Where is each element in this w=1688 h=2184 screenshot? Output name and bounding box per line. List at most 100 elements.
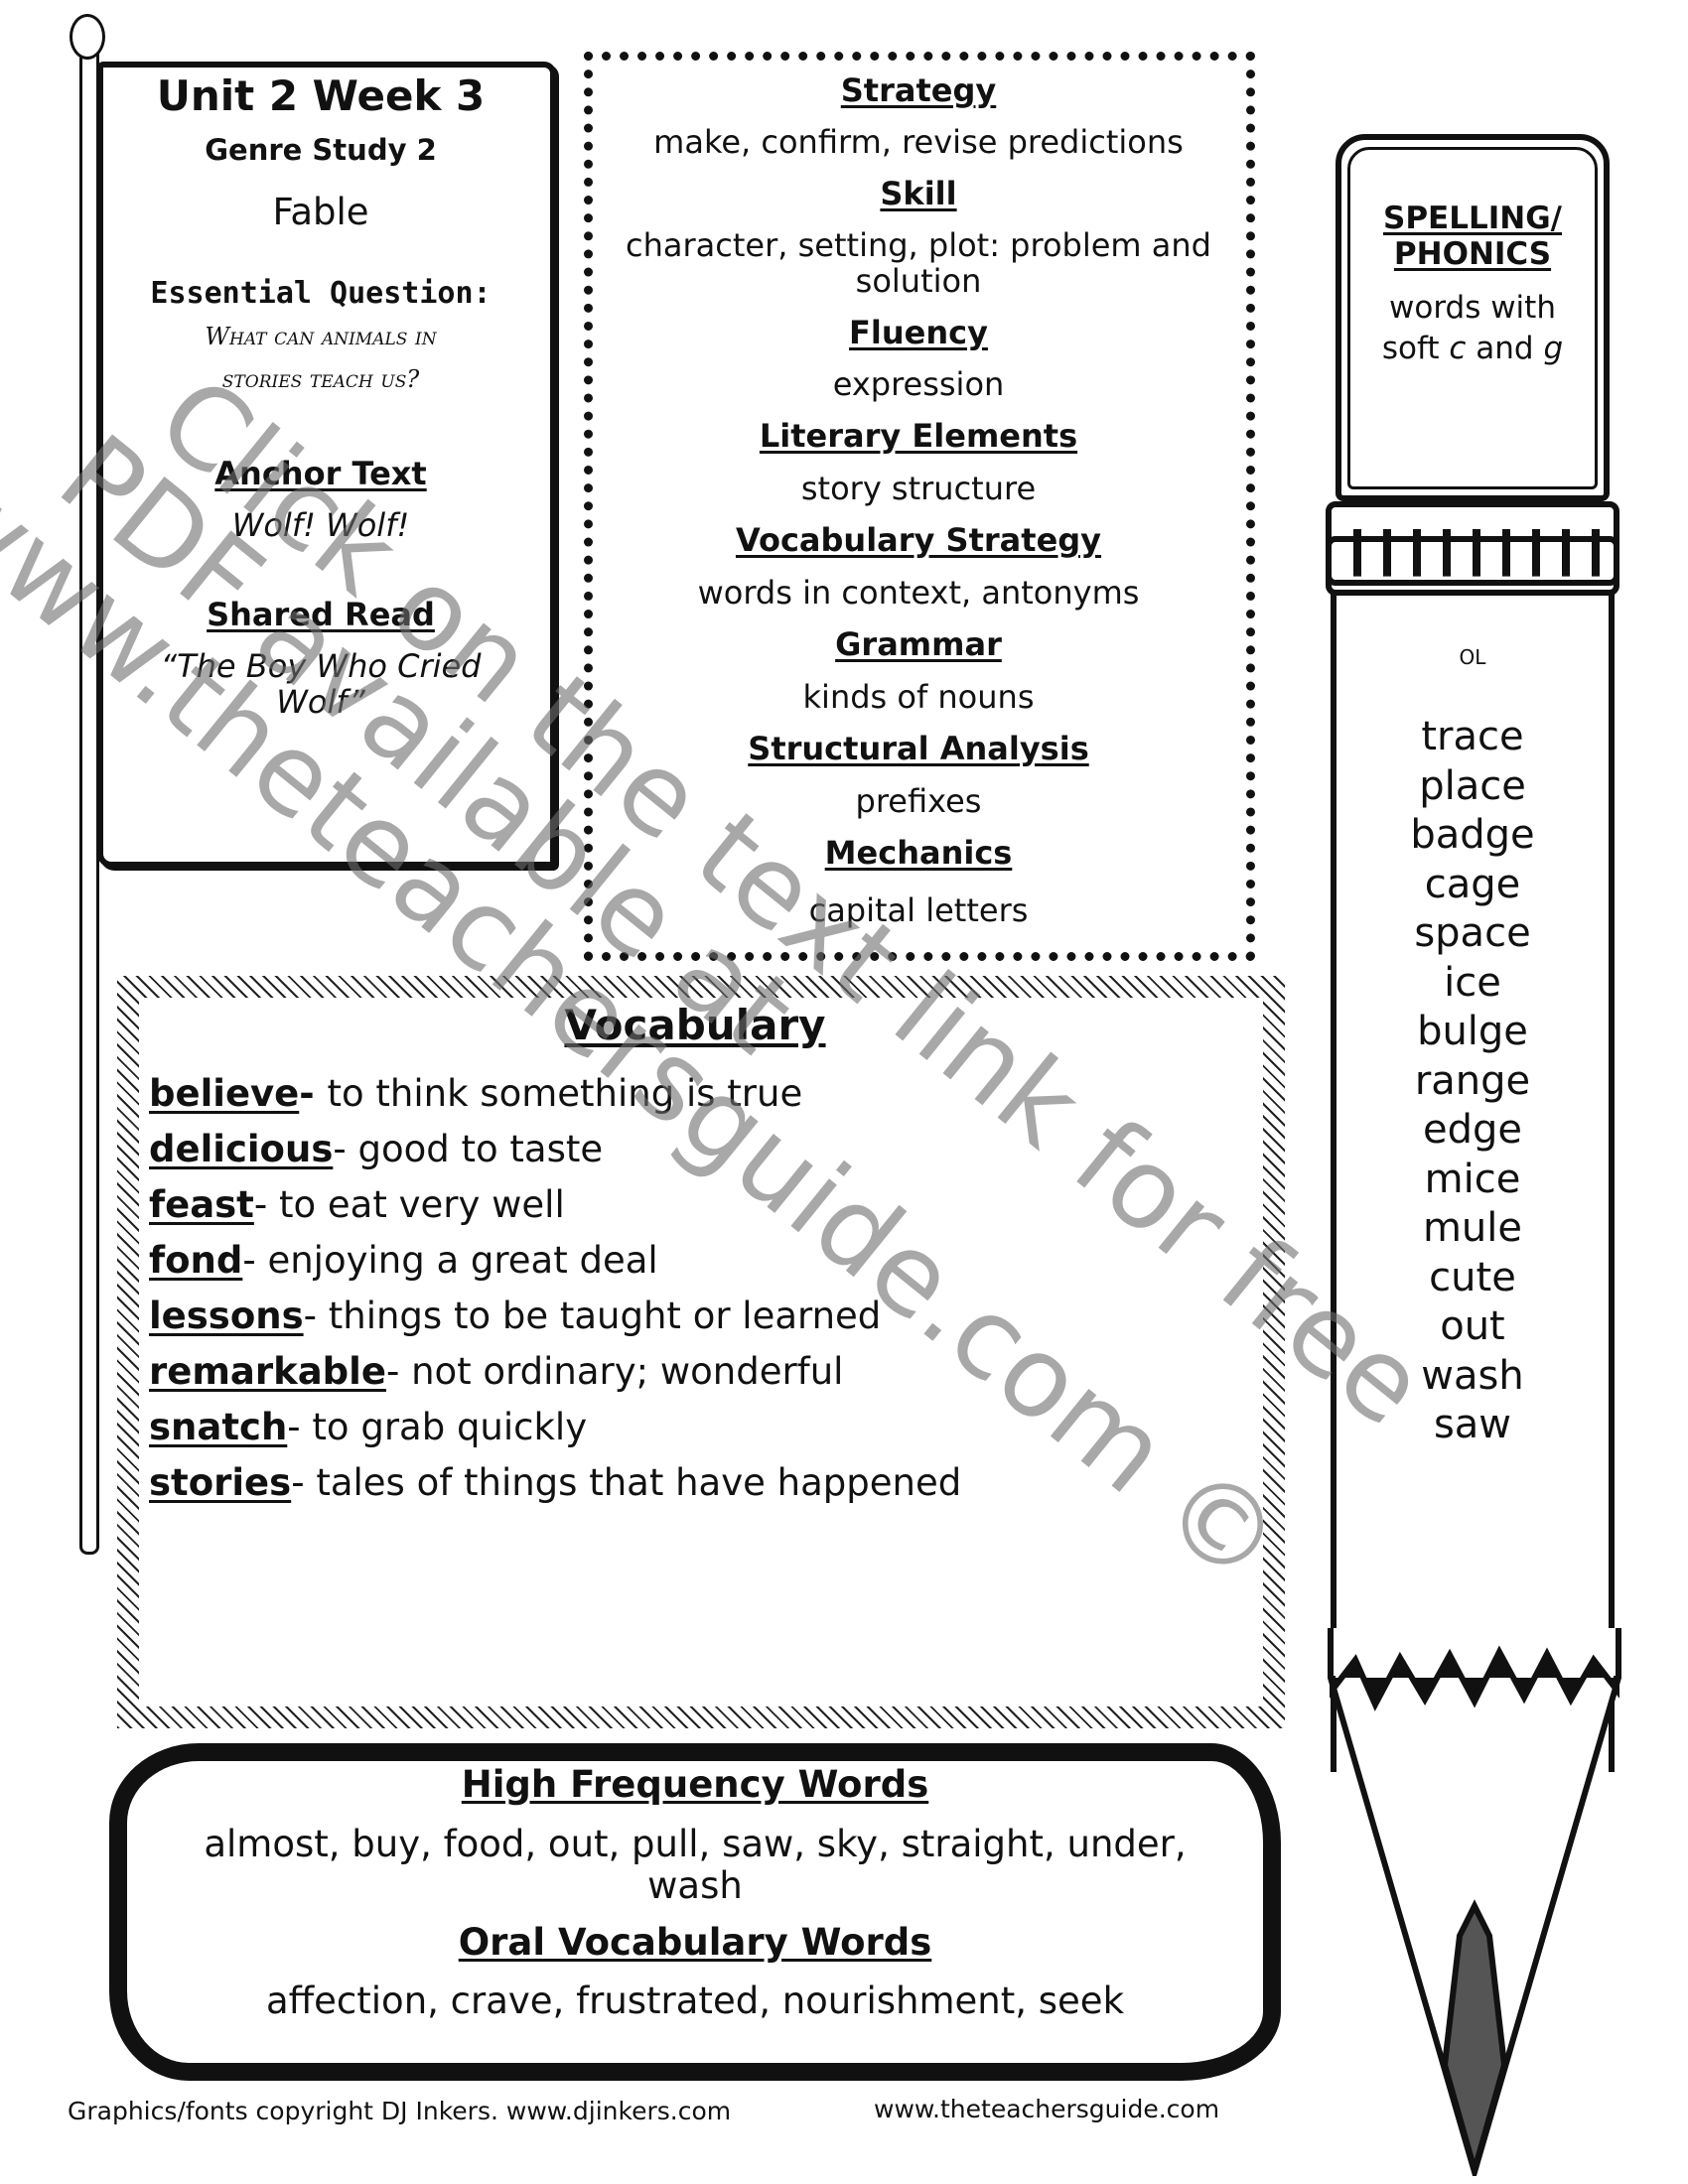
vocab-definition: to eat very well — [279, 1183, 565, 1226]
spelling-desc-g: g — [1543, 331, 1564, 366]
vocab-separator: - — [287, 1406, 313, 1448]
anchor-text-label: Anchor Text — [214, 455, 427, 492]
vocab-item-feast: feast- to eat very well — [149, 1183, 565, 1226]
skill-heading: Skill — [880, 175, 957, 212]
vocabulary-title: Vocabulary — [564, 1001, 826, 1049]
essential-question-line2: stories teach us? — [221, 365, 420, 393]
literary-elements-value: story structure — [800, 470, 1037, 507]
vocabulary-box — [117, 976, 1285, 1728]
pencil-eraser-inner — [1347, 147, 1598, 489]
spelling-word-list: trace place badge cage space ice bulge r… — [1336, 713, 1610, 1450]
vocab-word: snatch — [149, 1406, 288, 1448]
spelling-word: trace — [1421, 714, 1524, 759]
spelling-word: mule — [1422, 1205, 1523, 1251]
vocabulary-strategy-heading: Vocabulary Strategy — [735, 521, 1102, 559]
word-lists-cloud-box — [109, 1743, 1281, 2081]
vocab-definition: things to be taught or learned — [328, 1295, 882, 1337]
spelling-word: place — [1419, 762, 1526, 809]
vocab-definition: to think something is true — [327, 1072, 803, 1115]
spelling-word: edge — [1423, 1107, 1522, 1153]
genre-study-subtitle: Genre Study 2 — [205, 133, 437, 167]
skill-value-line1: character, setting, plot: problem and — [626, 226, 1211, 264]
vocab-separator: - — [253, 1183, 279, 1226]
vocab-separator: - — [385, 1350, 412, 1393]
vocab-item-remarkable: remarkable- not ordinary; wonderful — [149, 1350, 843, 1393]
vocab-word: stories — [149, 1461, 292, 1504]
spelling-desc-line2: soft c and g — [1347, 331, 1598, 366]
vocab-item-lessons: lessons- things to be taught or learned — [149, 1295, 881, 1337]
pencil-tip — [1328, 1628, 1621, 2176]
spelling-word: space — [1414, 910, 1531, 956]
vocab-item-believe: believe- to think something is true — [149, 1072, 802, 1115]
unit-week-title: Unit 2 Week 3 — [156, 71, 486, 120]
flag-banner — [97, 62, 556, 868]
spelling-word: mice — [1424, 1156, 1521, 1202]
anchor-text-title: Wolf! Wolf! — [231, 506, 410, 544]
spelling-phonics-title-line2: PHONICS — [1393, 236, 1552, 272]
spelling-word: cute — [1429, 1254, 1516, 1300]
cloud-box-inner — [131, 1765, 1259, 2059]
vocab-item-delicious: delicious- good to taste — [149, 1128, 603, 1170]
vocab-separator: - — [291, 1461, 317, 1504]
vocab-word: believe — [149, 1072, 300, 1115]
vocab-word: remarkable — [149, 1350, 386, 1393]
structural-analysis-heading: Structural Analysis — [748, 730, 1089, 767]
high-frequency-words-line1: almost, buy, food, out, pull, saw, sky, … — [204, 1823, 1187, 1865]
skill-value-line2: solution — [855, 262, 982, 300]
literary-elements-heading: Literary Elements — [759, 417, 1078, 455]
vocab-word: fond — [149, 1239, 243, 1282]
vocab-separator: - — [303, 1295, 329, 1337]
vocabulary-strategy-value: words in context, antonyms — [697, 574, 1140, 612]
vocab-definition: not ordinary; wonderful — [411, 1350, 844, 1393]
spelling-desc-and: and — [1466, 331, 1544, 366]
skills-box — [584, 52, 1255, 961]
high-frequency-words-title: High Frequency Words — [461, 1763, 929, 1806]
shared-read-title-line2: Wolf” — [276, 683, 365, 721]
spelling-desc-c: c — [1449, 331, 1467, 366]
fluency-heading: Fluency — [849, 314, 988, 351]
grammar-value: kinds of nouns — [802, 678, 1035, 716]
vocab-item-stories: stories- tales of things that have happe… — [149, 1461, 961, 1504]
vocab-separator: - — [299, 1072, 328, 1115]
vocab-word: delicious — [149, 1128, 334, 1170]
footer-website: www.theteachersguide.com — [874, 2095, 1220, 2123]
genre-name: Fable — [272, 191, 369, 233]
shared-read-title-line1: “The Boy Who Cried — [160, 647, 482, 685]
pencil-eraser — [1336, 134, 1610, 501]
spelling-level: OL — [1459, 645, 1486, 669]
spelling-word: badge — [1410, 812, 1535, 858]
vocab-item-snatch: snatch- to grab quickly — [149, 1406, 587, 1448]
pencil-body — [1331, 591, 1615, 1772]
strategy-value: make, confirm, revise predictions — [653, 123, 1184, 161]
structural-analysis-value: prefixes — [855, 782, 982, 820]
vocab-definition: good to taste — [357, 1128, 604, 1170]
flag-pole — [79, 40, 99, 1555]
spelling-word: range — [1414, 1057, 1531, 1104]
spelling-word: cage — [1424, 861, 1521, 907]
vocab-definition: enjoying a great deal — [267, 1239, 658, 1282]
spelling-word: saw — [1433, 1402, 1512, 1447]
footer-copyright: Graphics/fonts copyright DJ Inkers. www.… — [68, 2097, 732, 2125]
vocab-separator: - — [242, 1239, 268, 1282]
vocab-item-fond: fond- enjoying a great deal — [149, 1239, 658, 1282]
spelling-desc-prefix: soft — [1381, 331, 1450, 366]
essential-question-label: Essential Question: — [150, 276, 492, 311]
high-frequency-words-line2: wash — [647, 1864, 743, 1907]
vocab-definition: to grab quickly — [312, 1406, 588, 1448]
shared-read-label: Shared Read — [207, 596, 435, 633]
essential-question-line1: What can animals in — [205, 323, 437, 350]
spelling-word: out — [1440, 1303, 1505, 1349]
oral-vocabulary-words: affection, crave, frustrated, nourishmen… — [266, 1979, 1124, 2022]
spelling-desc-line1: words with — [1389, 290, 1556, 326]
mechanics-heading: Mechanics — [824, 834, 1013, 872]
vocab-word: feast — [149, 1183, 254, 1226]
fluency-value: expression — [832, 365, 1005, 403]
spelling-word: wash — [1421, 1352, 1524, 1399]
spelling-word: ice — [1444, 959, 1501, 1006]
spelling-word: bulge — [1417, 1009, 1528, 1054]
oral-vocabulary-words-title: Oral Vocabulary Words — [458, 1921, 932, 1964]
pencil-ferrule-bottom — [1326, 536, 1619, 596]
vocab-definition: tales of things that have happened — [316, 1461, 962, 1504]
grammar-heading: Grammar — [835, 625, 1002, 663]
vocab-separator: - — [333, 1128, 358, 1170]
